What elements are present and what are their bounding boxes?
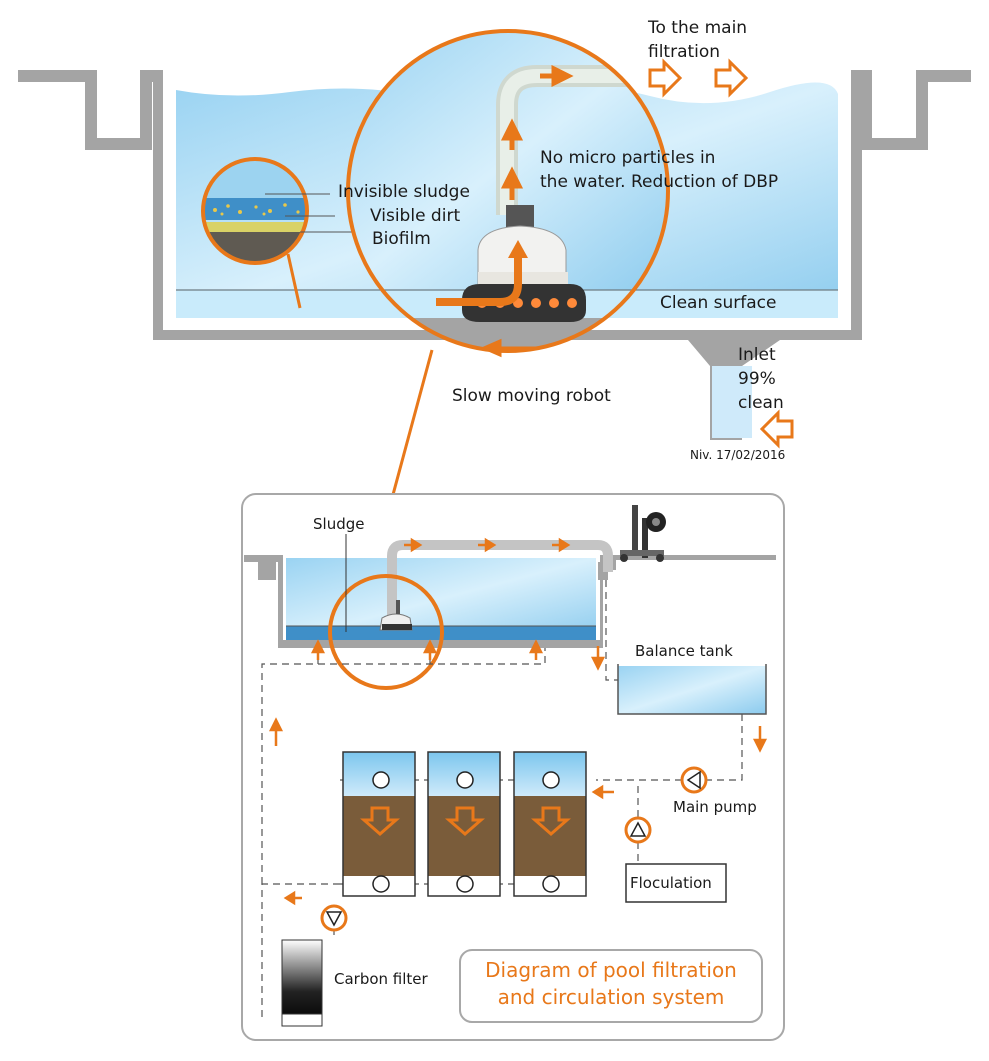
label-main-pump: Main pump xyxy=(673,798,757,816)
bottom-flow-arrows xyxy=(268,537,768,906)
label-carbon-filter: Carbon filter xyxy=(334,970,429,988)
carbon-filter xyxy=(281,939,323,1027)
sand-filter-1 xyxy=(342,751,416,897)
main-pump-icon xyxy=(680,766,708,794)
filter-down-arrow-3 xyxy=(531,806,571,836)
label-visible-dirt: Visible dirt xyxy=(370,206,460,226)
title-line-1: Diagram of pool filtration xyxy=(485,958,737,982)
label-balance-tank: Balance tank xyxy=(635,642,733,660)
filter-down-arrow-2 xyxy=(445,806,485,836)
top-flow-arrows xyxy=(648,58,794,449)
filter-down-arrow-1 xyxy=(360,806,400,836)
balance-tank xyxy=(617,664,767,715)
label-clean-surface: Clean surface xyxy=(660,293,776,313)
label-sludge: Sludge xyxy=(313,515,364,533)
label-main-filtration-2: filtration xyxy=(648,42,720,62)
label-no-particles-2: the water. Reduction of DBP xyxy=(540,172,778,192)
inlet-arrow xyxy=(759,409,794,449)
floculation-box xyxy=(625,863,727,903)
label-inlet-1: Inlet xyxy=(738,345,776,365)
label-main-filtration-1: To the main xyxy=(647,18,747,38)
label-date: Niv. 17/02/2016 xyxy=(690,448,785,462)
top-labels: To the main filtration No micro particle… xyxy=(338,18,785,462)
label-invisible-sludge: Invisible sludge xyxy=(338,182,470,202)
label-inlet-2: 99% xyxy=(738,369,776,389)
dosing-pump-icon xyxy=(624,816,652,844)
bottom-magnifier xyxy=(328,574,444,690)
label-no-particles-1: No micro particles in xyxy=(540,148,715,168)
robot-direction-arrow xyxy=(480,338,536,358)
carbon-pump-icon xyxy=(320,904,348,932)
label-biofilm: Biofilm xyxy=(372,229,431,249)
outflow-arrow-2 xyxy=(714,58,749,98)
sand-filters xyxy=(342,751,587,897)
label-slow-robot: Slow moving robot xyxy=(452,386,611,406)
outflow-arrow-1 xyxy=(648,58,683,98)
title-box: Diagram of pool filtration and circulati… xyxy=(459,949,763,1023)
title-line-2: and circulation system xyxy=(498,985,725,1009)
label-inlet-3: clean xyxy=(738,393,784,413)
label-floculation: Floculation xyxy=(630,874,712,892)
pool-cleaner-cart xyxy=(620,505,666,562)
bottom-labels: Sludge Balance tank Main pump Floculatio… xyxy=(313,515,757,988)
